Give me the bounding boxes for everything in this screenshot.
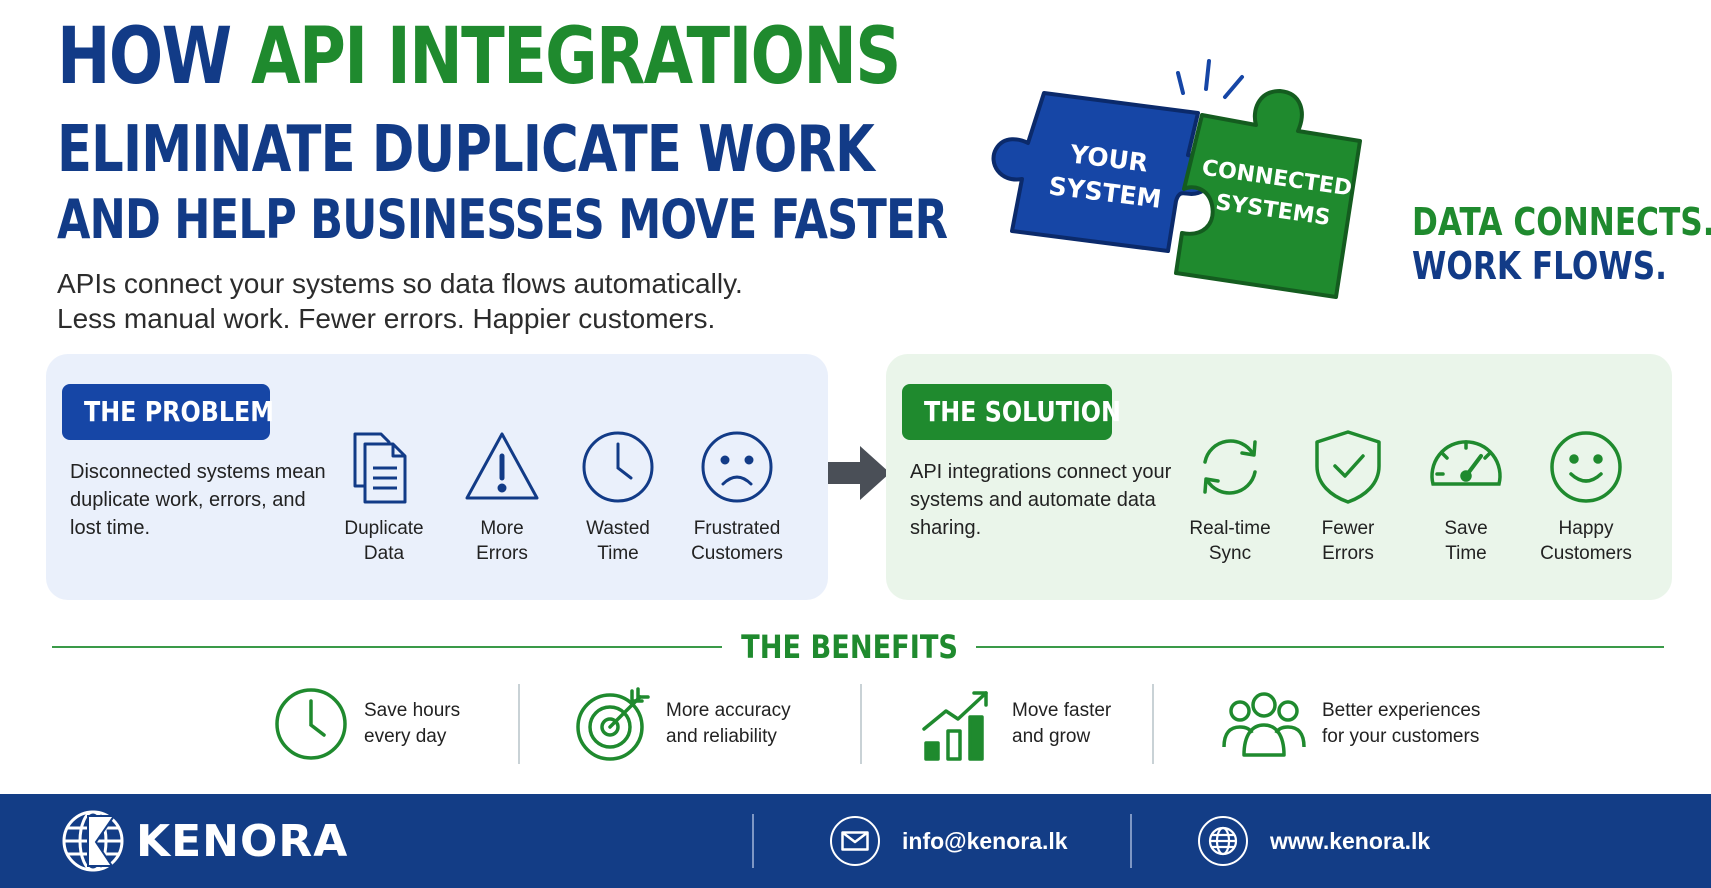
footer-separator [752,814,754,868]
tagline: DATA CONNECTS. WORK FLOWS. [1412,200,1711,288]
sad-face-icon [701,431,773,503]
benefit-line1: Move faster [1012,700,1112,721]
document-icon [353,432,407,504]
clock-icon [582,431,654,503]
solution-description: API integrations connect your systems an… [910,461,1172,539]
tagline-line-2: WORK FLOWS. [1412,244,1668,288]
arrow-right-icon [828,446,890,500]
globe-icon [1208,826,1238,856]
problem-item-line1: Wasted [586,518,650,539]
solution-item-line2: Errors [1322,543,1374,564]
website-url[interactable]: www.kenora.lk [1270,827,1431,854]
clock-icon [275,688,347,760]
headline-line-3: AND HELP BUSINESSES MOVE FASTER [57,188,948,251]
headline-how: HOW [57,12,232,102]
solution-badge: THE SOLUTION [902,384,1121,440]
benefit-accuracy: More accuracy and reliability [574,684,791,764]
spark-lines-icon [1176,59,1244,99]
subtitle: APIs connect your systems so data flows … [57,266,743,336]
solution-item-line1: Save [1444,518,1488,539]
benefit-line2: and reliability [666,726,777,747]
shield-check-icon [1315,430,1381,504]
benefit-line2: and grow [1012,726,1091,747]
solution-item-line1: Happy [1558,518,1614,539]
benefit-separator [860,684,862,764]
people-icon [1222,692,1306,757]
problem-item-line1: Frustrated [693,518,781,539]
kenora-logo[interactable]: KENORA [60,808,348,874]
puzzle-piece-connected-systems [1174,89,1362,299]
solution-item-line2: Sync [1208,543,1252,564]
happy-face-icon [1550,431,1622,503]
globe-k-logo-icon [62,810,124,872]
brand-name: KENORA [136,815,349,867]
warning-icon [465,432,539,500]
problem-badge: THE PROBLEM [62,384,274,440]
benefit-line2: every day [364,726,447,747]
solution-item-line2: Time [1445,543,1487,564]
problem-item-line1: More [480,518,524,539]
benefit-line1: More accuracy [666,700,791,721]
problem-item-line2: Time [597,543,639,564]
problem-item-line2: Customers [691,543,783,564]
website-icon-circle [1198,816,1248,866]
solution-item-line1: Fewer [1321,518,1375,539]
envelope-icon [841,831,869,851]
target-icon [576,687,650,761]
benefits-divider-right [976,646,1664,648]
solution-item-line1: Real-time [1189,518,1271,539]
headline-line-2: ELIMINATE DUPLICATE WORK [57,113,875,187]
solution-panel: THE SOLUTION API integrations connect yo… [886,354,1672,600]
benefit-save-hours: Save hours every day [272,684,460,764]
solution-item-line2: Customers [1540,543,1632,564]
puzzle-illustration: YOUR SYSTEM CONNECTED SYSTEMS [991,59,1362,299]
website-contact[interactable]: www.kenora.lk [1198,816,1430,866]
email-contact[interactable]: info@kenora.lk [830,816,1068,866]
benefits-title: THE BENEFITS [741,628,959,666]
email-address[interactable]: info@kenora.lk [902,827,1068,854]
tagline-line-1: DATA CONNECTS. [1412,200,1711,244]
footer: KENORA info@kenora.lk www.kenora.lk [0,794,1711,888]
sync-icon [1203,439,1257,495]
benefit-line1: Save hours [364,700,461,721]
problem-description: Disconnected systems mean duplicate work… [70,461,326,539]
benefits-divider-left [52,646,722,648]
footer-separator [1130,814,1132,868]
growth-chart-icon [922,691,988,761]
benefit-move-faster: Move faster and grow [920,684,1111,764]
problem-item-line2: Data [363,543,405,564]
benefit-separator [518,684,520,764]
problem-panel: THE PROBLEM Disconnected systems mean du… [46,354,828,600]
problem-item-line1: Duplicate [344,518,424,539]
email-icon-circle [830,816,880,866]
benefit-separator [1152,684,1154,764]
subtitle-line-2: Less manual work. Fewer errors. Happier … [57,303,716,334]
problem-item-line2: Errors [476,543,528,564]
speedometer-icon [1430,440,1502,486]
benefit-line1: Better experiences [1322,700,1481,721]
subtitle-line-1: APIs connect your systems so data flows … [57,268,743,299]
benefit-better-experiences: Better experiences for your customers [1220,684,1480,764]
headline-line-1: HOW API INTEGRATIONS [57,18,901,96]
benefit-line2: for your customers [1322,726,1480,747]
headline-api-integrations: API INTEGRATIONS [251,12,901,102]
